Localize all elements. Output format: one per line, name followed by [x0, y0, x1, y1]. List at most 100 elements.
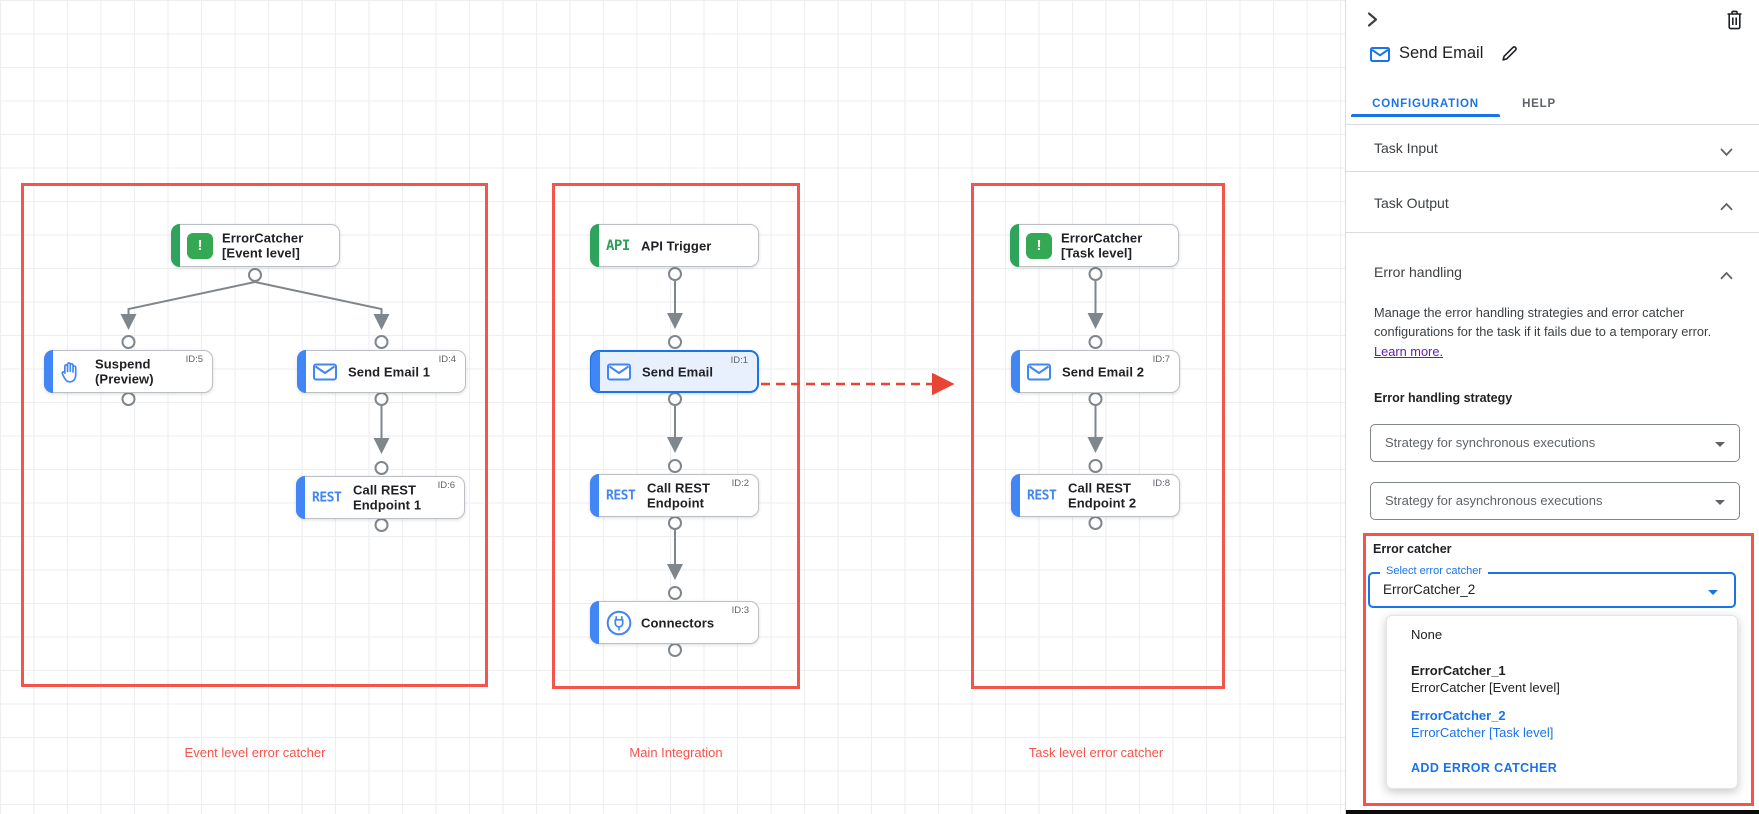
error-catcher-label: Error catcher: [1373, 542, 1452, 556]
dropdown-caret-icon: [1715, 442, 1725, 447]
divider: [1346, 171, 1759, 172]
group-main-integration: [552, 183, 800, 689]
node-error-catcher-task-level[interactable]: ! ErrorCatcher [Task level]: [1010, 224, 1179, 267]
node-label: ErrorCatcher [Task level]: [1061, 230, 1143, 261]
description-text: Manage the error handling strategies and…: [1374, 305, 1712, 339]
tab-help[interactable]: HELP: [1522, 98, 1556, 110]
menu-item-errorcatcher-1[interactable]: ErrorCatcher_1: [1411, 663, 1506, 678]
delete-task-icon[interactable]: [1726, 10, 1743, 35]
node-id-badge: ID:5: [185, 354, 203, 365]
node-call-rest-endpoint-1[interactable]: REST Call REST Endpoint 1 ID:6: [296, 476, 465, 519]
menu-item-errorcatcher-2-desc[interactable]: ErrorCatcher [Task level]: [1411, 725, 1554, 740]
node-label: Call REST Endpoint 1: [353, 482, 422, 513]
divider: [1346, 124, 1759, 125]
node-accent: [1010, 224, 1019, 267]
group-task-level-error-catcher: [971, 183, 1225, 689]
envelope-icon: [607, 363, 631, 380]
learn-more-link[interactable]: Learn more.: [1374, 344, 1443, 359]
menu-item-errorcatcher-2[interactable]: ErrorCatcher_2: [1411, 708, 1506, 723]
node-id-badge: ID:8: [1152, 478, 1170, 489]
node-id-badge: ID:2: [731, 478, 749, 489]
envelope-icon: [313, 363, 337, 380]
error-catcher-dropdown-menu: None ErrorCatcher_1 ErrorCatcher [Event …: [1386, 615, 1738, 789]
active-tab-underline: [1351, 114, 1500, 117]
node-label: Call REST Endpoint 2: [1068, 480, 1137, 511]
node-label: Suspend (Preview): [95, 356, 154, 387]
node-accent: [297, 350, 306, 393]
node-api-trigger[interactable]: API API Trigger: [590, 224, 759, 267]
node-label: Connectors: [641, 614, 715, 630]
collapse-panel-icon[interactable]: [1364, 11, 1380, 33]
task-config-panel: Send Email CONFIGURATION HELP Task Input…: [1345, 0, 1759, 814]
panel-title: Send Email: [1399, 44, 1484, 62]
node-accent: [1011, 350, 1020, 393]
edit-name-pencil-icon[interactable]: [1501, 45, 1518, 67]
chevron-up-icon[interactable]: [1720, 198, 1733, 216]
node-send-email-1[interactable]: Send Email 1 ID:4: [297, 350, 466, 393]
sync-strategy-placeholder: Strategy for synchronous executions: [1385, 435, 1596, 450]
node-accent: [591, 351, 600, 392]
node-id-badge: ID:7: [1152, 354, 1170, 365]
node-send-email-2[interactable]: Send Email 2 ID:7: [1011, 350, 1180, 393]
error-catcher-highlight-box: [1363, 533, 1754, 806]
envelope-icon: [1027, 363, 1051, 380]
section-task-output[interactable]: Task Output: [1374, 195, 1449, 211]
section-task-input[interactable]: Task Input: [1374, 140, 1438, 156]
error-handling-strategy-label: Error handling strategy: [1374, 391, 1513, 405]
menu-item-errorcatcher-1-desc[interactable]: ErrorCatcher [Event level]: [1411, 680, 1560, 695]
async-strategy-select[interactable]: Strategy for asynchronous executions: [1370, 482, 1740, 520]
node-id-badge: ID:1: [730, 355, 748, 366]
rest-icon: REST: [606, 488, 636, 503]
node-connectors[interactable]: Connectors ID:3: [590, 601, 759, 644]
node-call-rest-endpoint[interactable]: REST Call REST Endpoint ID:2: [590, 474, 759, 517]
select-error-catcher-label: Select error catcher: [1380, 565, 1488, 577]
dropdown-caret-icon: [1715, 500, 1725, 505]
rest-icon: REST: [1027, 488, 1057, 503]
edges-layer: [120, 254, 1104, 657]
error-catcher-value: ErrorCatcher_2: [1383, 582, 1476, 597]
hand-icon: [60, 360, 81, 383]
dropdown-caret-icon: [1708, 590, 1718, 595]
group-label-main-integration: Main Integration: [629, 745, 723, 760]
rest-icon: REST: [312, 490, 342, 505]
node-label: ErrorCatcher [Event level]: [222, 230, 304, 261]
node-label: Send Email 1: [348, 363, 431, 379]
group-label-task-level: Task level error catcher: [1028, 745, 1164, 760]
chevron-down-icon[interactable]: [1720, 144, 1733, 162]
node-id-badge: ID:4: [438, 354, 456, 365]
api-icon: API: [606, 237, 630, 254]
node-suspend[interactable]: Suspend (Preview) ID:5: [44, 350, 213, 393]
error-catcher-select[interactable]: ErrorCatcher_2: [1368, 572, 1736, 608]
group-event-level-error-catcher: [21, 183, 488, 687]
connectors-icon: [606, 610, 632, 636]
group-label-event-level: Event level error catcher: [184, 745, 326, 760]
add-error-catcher-button[interactable]: ADD ERROR CATCHER: [1411, 761, 1558, 775]
tab-configuration[interactable]: CONFIGURATION: [1372, 98, 1479, 110]
node-accent: [590, 601, 599, 644]
node-send-email-selected[interactable]: Send Email ID:1: [590, 350, 759, 393]
chevron-up-icon[interactable]: [1720, 267, 1733, 285]
menu-item-none[interactable]: None: [1411, 627, 1443, 642]
node-error-catcher-event-level[interactable]: ! ErrorCatcher [Event level]: [171, 224, 340, 267]
node-accent: [296, 476, 305, 519]
node-id-badge: ID:6: [437, 480, 455, 491]
node-accent: [1011, 474, 1020, 517]
node-id-badge: ID:3: [731, 605, 749, 616]
node-accent: [171, 224, 180, 267]
section-error-handling[interactable]: Error handling: [1374, 264, 1462, 280]
sync-strategy-select[interactable]: Strategy for synchronous executions: [1370, 424, 1740, 462]
task-type-envelope-icon: [1370, 47, 1390, 67]
node-label: Send Email: [642, 363, 714, 379]
node-call-rest-endpoint-2[interactable]: REST Call REST Endpoint 2 ID:8: [1011, 474, 1180, 517]
node-label: Call REST Endpoint: [647, 480, 711, 511]
node-accent: [590, 224, 599, 267]
error-catcher-icon: !: [187, 232, 213, 259]
node-label: API Trigger: [641, 237, 712, 253]
error-handling-description: Manage the error handling strategies and…: [1374, 303, 1714, 361]
flow-canvas[interactable]: Event level error catcher Main Integrati…: [0, 0, 1345, 814]
error-catcher-icon: !: [1026, 232, 1052, 259]
async-strategy-placeholder: Strategy for asynchronous executions: [1385, 493, 1603, 508]
panel-bottom-edge: [1346, 810, 1759, 814]
divider: [1346, 232, 1759, 233]
